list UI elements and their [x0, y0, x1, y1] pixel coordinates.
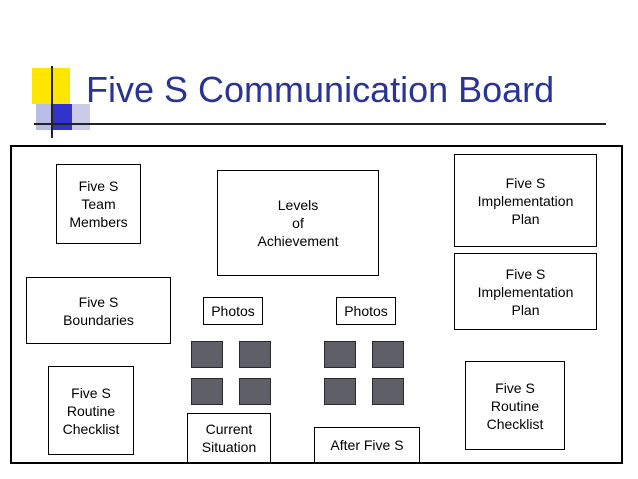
after-five-s-box: After Five S	[314, 427, 420, 463]
photo-placeholder-icon	[239, 378, 271, 405]
photos-label-1: Photos	[203, 297, 263, 325]
boundaries-box: Five S Boundaries	[26, 277, 171, 344]
photo-placeholder-icon	[324, 378, 356, 405]
decorative-blue-block	[52, 104, 72, 130]
photo-placeholder-icon	[239, 341, 271, 368]
title-underline	[34, 123, 606, 125]
photos-label-2: Photos	[336, 297, 396, 325]
implementation-plan-box-1: Five S Implementation Plan	[454, 154, 597, 247]
implementation-plan-box-2: Five S Implementation Plan	[454, 253, 597, 330]
routine-checklist-box-2: Five S Routine Checklist	[465, 361, 565, 450]
routine-checklist-box-1: Five S Routine Checklist	[48, 366, 134, 455]
current-situation-box: Current Situation	[187, 413, 271, 463]
photo-placeholder-icon	[191, 341, 223, 368]
photo-placeholder-icon	[324, 341, 356, 368]
decorative-lightblue-block	[36, 104, 52, 130]
team-members-box: Five S Team Members	[56, 164, 141, 244]
photo-placeholder-icon	[191, 378, 223, 405]
communication-board: Five S Team Members Levels of Achievemen…	[10, 145, 623, 464]
levels-of-achievement-box: Levels of Achievement	[217, 170, 379, 276]
slide-title: Five S Communication Board	[86, 69, 555, 110]
photo-placeholder-icon	[372, 341, 404, 368]
decorative-vertical-line	[51, 66, 53, 138]
photo-placeholder-icon	[372, 378, 404, 405]
